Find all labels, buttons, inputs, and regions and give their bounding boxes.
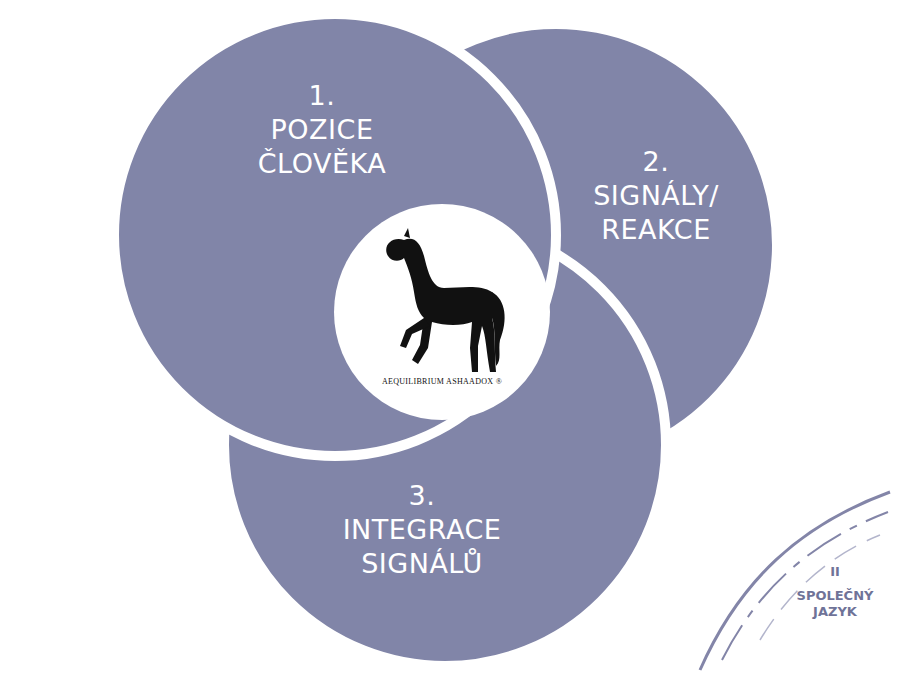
text-group: 1.POZICE ČLOVĚKA [207,79,437,180]
arc [722,512,888,660]
step-number: 2. [541,145,771,179]
step-number: 1. [207,79,437,113]
step-number: 3. [307,479,537,513]
text-group: 2.SIGNÁLY/ REAKCE [541,145,771,246]
step-title: POZICE ČLOVĚKA [207,113,437,181]
logo-caption: AEQUILIBRIUM ASHAADOX ® [342,377,542,386]
horse-figure [386,228,504,372]
section-number: II [790,564,880,580]
arc [760,535,880,640]
step-title: SIGNÁLY/ REAKCE [541,179,771,247]
section-title: SPOLEČNÝ JAZYK [796,588,874,621]
circle [114,14,556,456]
center-area [334,204,550,420]
text-group: 3.INTEGRACE SIGNÁLŮ [307,479,537,580]
step-title: INTEGRACE SIGNÁLŮ [307,513,537,581]
arc [700,492,890,670]
